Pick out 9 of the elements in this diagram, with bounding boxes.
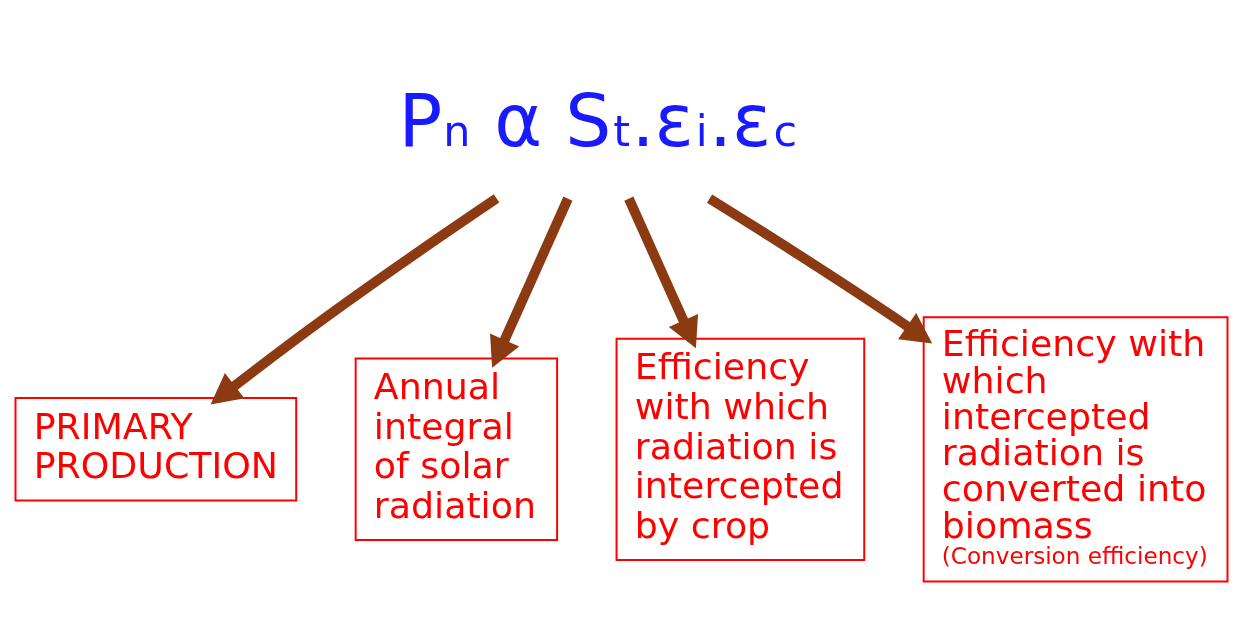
arrow (624, 196, 699, 349)
node-box: Efficiency with which intercepted radiation is converted into biomass (Conversion efficiency) (922, 316, 1229, 583)
arrow (210, 194, 500, 405)
node-box: PRIMARY PRODUCTION (14, 397, 298, 502)
node-text: Pn α St.εi.εc (398, 78, 798, 163)
arrow (706, 194, 933, 344)
node-box: Annual integral of solar radiation (354, 357, 559, 542)
node-box: Efficiency with which radiation is intercepted by crop (615, 337, 866, 561)
arrow (490, 196, 573, 368)
